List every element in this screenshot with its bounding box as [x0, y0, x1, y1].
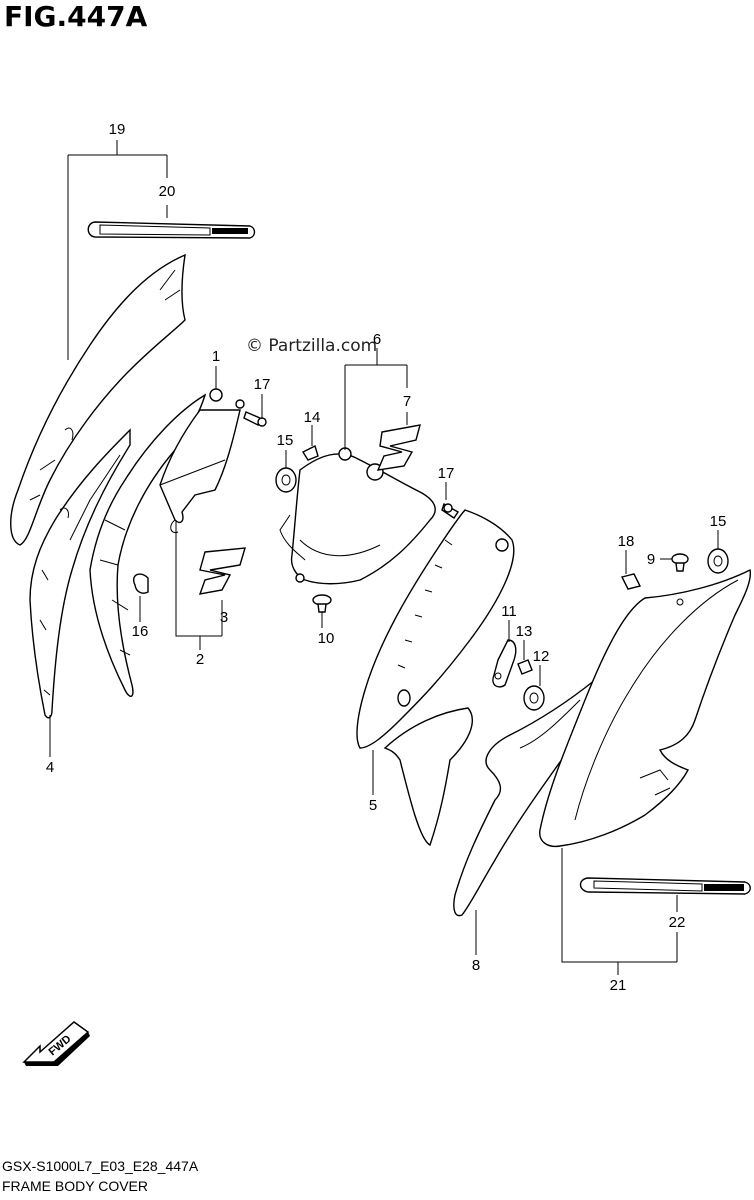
callout-18: 18: [618, 533, 635, 550]
callout-8: 8: [472, 957, 480, 974]
callout-13: 13: [516, 623, 533, 640]
callout-19: 19: [109, 121, 126, 138]
part-15-grommet-right: [707, 548, 729, 574]
part-11-stay: [492, 639, 517, 688]
part-20-emblem: [87, 221, 256, 239]
callout-10: 10: [318, 630, 335, 647]
part-7-emblem: [376, 424, 421, 471]
callout-17-left: 17: [254, 376, 271, 393]
part-15-grommet-left: [275, 467, 297, 493]
part-2-bracket: [159, 388, 245, 534]
part-21-cowl: [539, 568, 752, 848]
callout-12: 12: [533, 648, 550, 665]
part-22-emblem: [579, 877, 751, 895]
callout-5: 5: [369, 797, 377, 814]
figure-code: GSX-S1000L7_E03_E28_447A: [2, 1158, 199, 1174]
callout-15-left: 15: [277, 432, 294, 449]
callout-17-right: 17: [438, 465, 455, 482]
callout-15-right: 15: [710, 513, 727, 530]
figure-title: FIG.447A: [4, 0, 148, 33]
figure-caption: FRAME BODY COVER: [2, 1178, 148, 1194]
callout-7: 7: [403, 393, 411, 410]
callout-11: 11: [501, 603, 517, 620]
part-6-center-cover: [279, 447, 436, 585]
callout-16: 16: [132, 623, 149, 640]
part-17-screw-left: [243, 411, 267, 427]
fwd-arrow-icon: FWD: [22, 1021, 90, 1066]
callout-1: 1: [212, 348, 220, 365]
part-10-rivet: [312, 594, 332, 613]
part-9-screw: [671, 553, 689, 572]
part-12-grommet: [523, 685, 545, 711]
part-1-grommet: [209, 388, 223, 402]
leader-lines: [49, 140, 719, 975]
callout-9: 9: [647, 551, 655, 568]
part-3-emblem: [198, 547, 246, 595]
part-4-panel: [29, 428, 131, 719]
callout-14: 14: [304, 409, 321, 426]
callout-3: 3: [220, 609, 228, 626]
callout-22: 22: [669, 914, 686, 931]
part-17-screw-right: [441, 502, 459, 519]
part-19-cowl: [10, 253, 186, 546]
callout-21: 21: [610, 977, 627, 994]
part-14-clip: [301, 445, 319, 461]
part-inner-left-panel: [89, 393, 207, 697]
watermark: © Partzilla.com: [246, 336, 378, 356]
callout-4: 4: [46, 759, 54, 776]
part-8-lower-panel: [453, 678, 596, 917]
callout-20: 20: [159, 183, 176, 200]
part-13-bolt: [517, 659, 533, 675]
part-18-nut: [620, 573, 642, 590]
callout-labels: 19 20 1 17 14 15 6 7 3 2 16 4 10 17 11 1…: [46, 121, 727, 994]
callout-6: 6: [373, 331, 381, 348]
part-16-clip: [133, 573, 149, 594]
callout-2: 2: [196, 651, 204, 668]
part-5-inner-cover: [356, 509, 515, 846]
